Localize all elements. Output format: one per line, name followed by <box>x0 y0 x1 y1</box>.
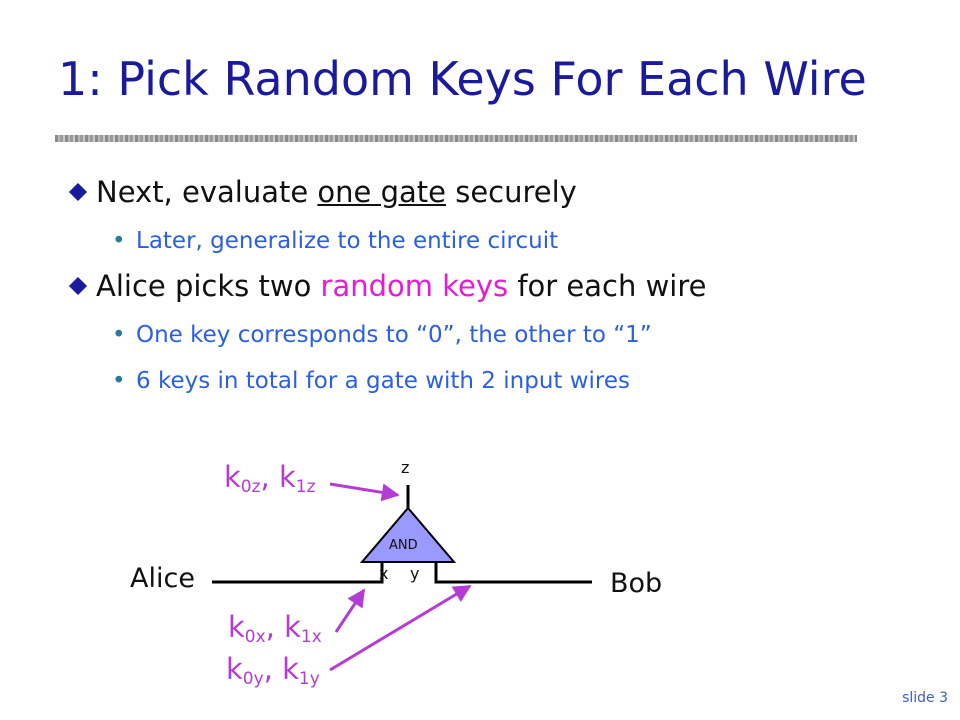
keys-y-label: k0y, k1y <box>226 652 320 689</box>
subbullet-generalize: • Later, generalize to the entire circui… <box>70 224 930 258</box>
wire-label-x: x <box>379 564 389 583</box>
bullet-random-keys: Alice picks two random keys for each wir… <box>68 266 930 306</box>
subbullet-text: 6 keys in total for a gate with 2 input … <box>136 368 631 394</box>
bullet-text-underlined: one gate <box>317 175 446 209</box>
bullet-text-post: for each wire <box>508 269 707 303</box>
slide-title: 1: Pick Random Keys For Each Wire <box>58 52 867 106</box>
bullet-list: Next, evaluate one gate securely • Later… <box>68 172 930 398</box>
bullet-text-pre: Alice picks two <box>96 269 321 303</box>
slide-number: slide 3 <box>902 690 948 706</box>
party-label-alice: Alice <box>130 563 195 594</box>
title-divider <box>55 135 857 142</box>
keys-x-label: k0x, k1x <box>228 610 322 647</box>
bullet-text-highlight: random keys <box>320 269 509 303</box>
input-wire-x <box>212 562 384 584</box>
subbullet-text: Later, generalize to the entire circuit <box>136 228 559 254</box>
dot-bullet-icon: • <box>112 228 126 254</box>
and-gate-shape <box>359 506 457 563</box>
subbullet-key-meaning: • One key corresponds to “0”, the other … <box>70 318 930 352</box>
gate-label: AND <box>389 538 418 553</box>
subbullet-six-keys: • 6 keys in total for a gate with 2 inpu… <box>70 364 930 398</box>
input-wire-y <box>434 562 592 584</box>
subbullet-text: One key corresponds to “0”, the other to… <box>136 322 652 348</box>
arrow-keys-y <box>329 584 472 672</box>
bullet-text-pre: Next, evaluate <box>96 175 318 209</box>
arrow-keys-z <box>329 482 400 502</box>
wire-label-z: z <box>401 458 410 477</box>
wire-label-y: y <box>410 564 420 583</box>
keys-z-label: k0z, k1z <box>224 460 316 497</box>
bullet-evaluate-gate: Next, evaluate one gate securely <box>68 172 930 212</box>
dot-bullet-icon: • <box>112 322 126 348</box>
arrow-keys-x <box>334 588 366 633</box>
party-label-bob: Bob <box>610 568 663 599</box>
bullet-text-post: securely <box>446 175 577 209</box>
dot-bullet-icon: • <box>112 368 126 394</box>
